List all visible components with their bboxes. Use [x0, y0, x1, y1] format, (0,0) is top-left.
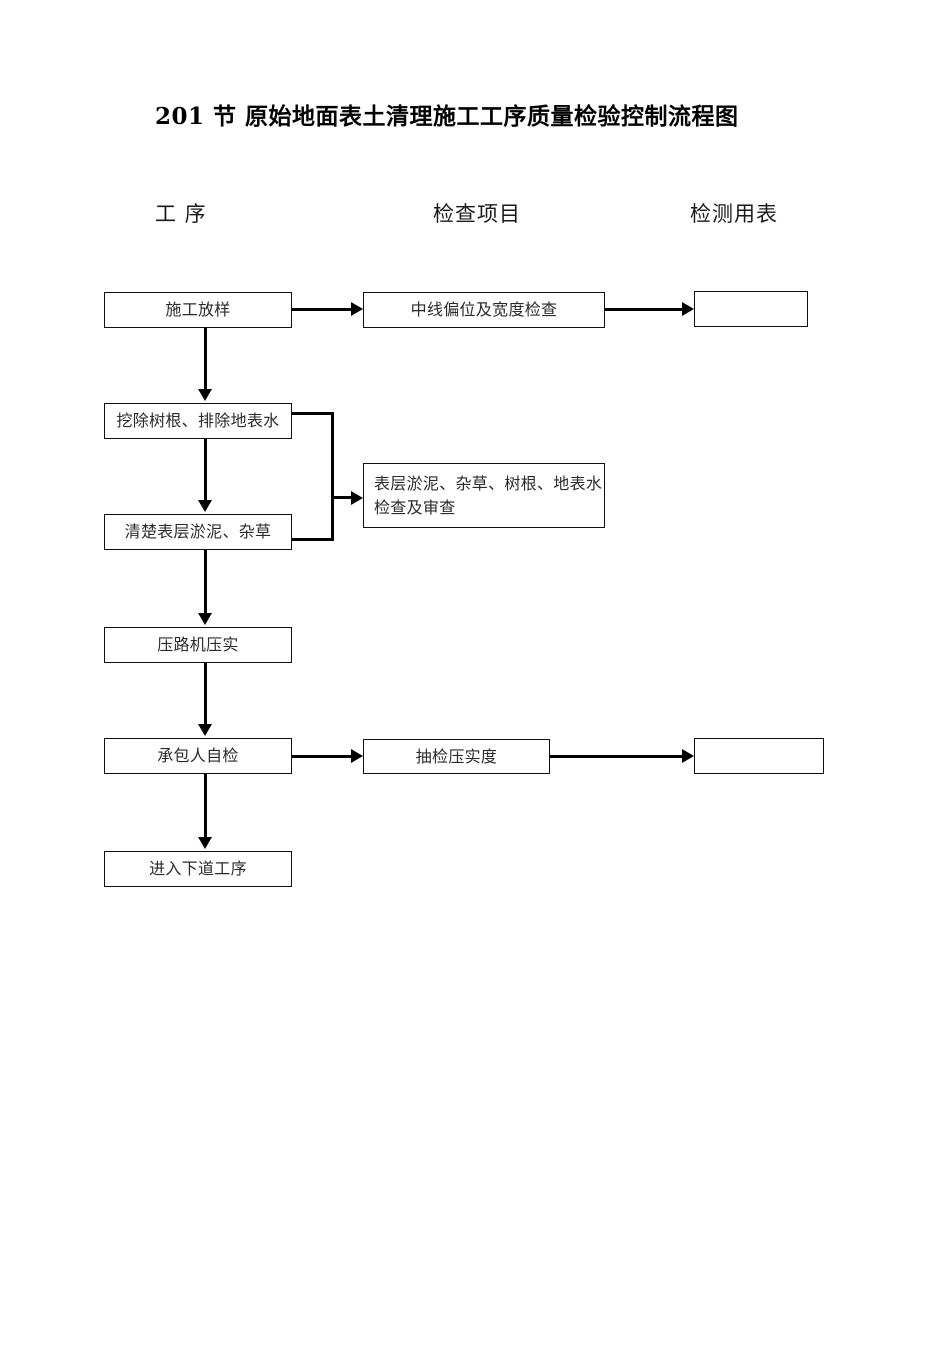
- node-label: 抽检压实度: [415, 746, 498, 766]
- node-clear-surface-silt-weeds[interactable]: 清楚表层淤泥、杂草: [104, 514, 292, 550]
- connector-p5-c3-line: [292, 755, 353, 758]
- node-label: 压路机压实: [157, 635, 239, 655]
- node-label: 清楚表层淤泥、杂草: [124, 522, 272, 542]
- connector-p5-c3-arrowhead: [351, 749, 363, 763]
- connector-p1-p2-arrowhead: [198, 389, 212, 401]
- node-silt-weeds-roots-water-inspection[interactable]: 表层淤泥、杂草、树根、地表水检查及审查: [363, 463, 605, 528]
- node-contractor-self-inspection[interactable]: 承包人自检: [104, 738, 292, 774]
- connector-c3-f2-line: [550, 755, 684, 758]
- connector-p5-p6-arrowhead: [198, 837, 212, 849]
- connector-bracket-vertical: [331, 412, 334, 541]
- connector-p2-p3-line: [204, 439, 207, 501]
- connector-p1-p2-line: [204, 328, 207, 390]
- connector-p1-c1-line: [292, 308, 353, 311]
- node-inspection-form-1[interactable]: [694, 291, 808, 327]
- node-roller-compaction[interactable]: 压路机压实: [104, 627, 292, 663]
- connector-p1-c1-arrowhead: [351, 302, 363, 316]
- connector-p5-p6-line: [204, 774, 207, 838]
- connector-c1-f1-arrowhead: [682, 302, 694, 316]
- connector-p2-bracket-line: [292, 412, 334, 415]
- connector-p4-p5-line: [204, 663, 207, 725]
- node-compaction-degree-sampling[interactable]: 抽检压实度: [363, 739, 550, 774]
- node-label: 中线偏位及宽度检查: [410, 300, 558, 320]
- connector-p3-p4-arrowhead: [198, 613, 212, 625]
- connector-p4-p5-arrowhead: [198, 724, 212, 736]
- node-label: 承包人自检: [157, 746, 239, 766]
- column-header-inspection-form: 检测用表: [690, 202, 778, 226]
- connector-p3-p4-line: [204, 550, 207, 614]
- node-label: 表层淤泥、杂草、树根、地表水检查及审查: [374, 474, 603, 517]
- connector-bracket-to-c2-arrowhead: [351, 491, 363, 505]
- connector-p2-p3-arrowhead: [198, 500, 212, 512]
- connector-p3-bracket-line: [292, 538, 334, 541]
- node-label: 挖除树根、排除地表水: [116, 411, 280, 431]
- column-header-process: 工 序: [155, 202, 207, 226]
- connector-c1-f1-line: [605, 308, 684, 311]
- node-proceed-next-process[interactable]: 进入下道工序: [104, 851, 292, 887]
- node-inspection-form-2[interactable]: [694, 738, 824, 774]
- node-label: 进入下道工序: [149, 859, 247, 879]
- connector-bracket-to-c2-line: [331, 496, 353, 499]
- node-construction-setting-out[interactable]: 施工放样: [104, 292, 292, 328]
- connector-c3-f2-arrowhead: [682, 749, 694, 763]
- column-header-inspection-item: 检查项目: [433, 202, 521, 226]
- page-title: 201 节 原始地面表土清理施工工序质量检验控制流程图: [155, 103, 739, 130]
- node-label: 施工放样: [165, 300, 231, 320]
- node-remove-roots-drain-surface-water[interactable]: 挖除树根、排除地表水: [104, 403, 292, 439]
- node-centerline-width-check[interactable]: 中线偏位及宽度检查: [363, 292, 605, 328]
